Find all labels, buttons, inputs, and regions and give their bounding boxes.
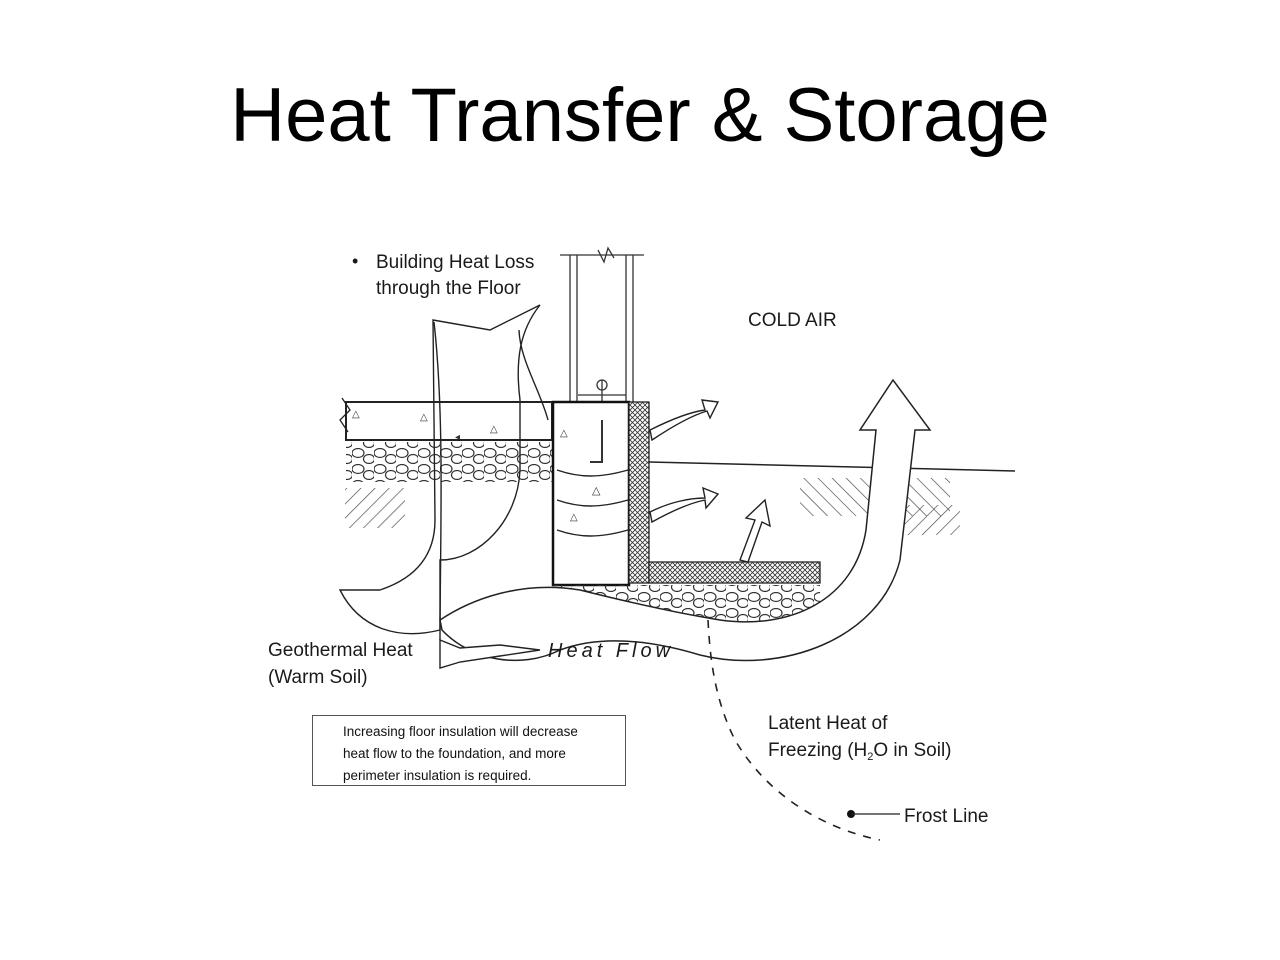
- geothermal-heat-label-2: (Warm Soil): [268, 667, 368, 688]
- svg-text:◂: ◂: [455, 432, 460, 443]
- perimeter-insulation: [628, 401, 650, 584]
- note-line-3: perimeter insulation is required.: [343, 768, 532, 783]
- slide-title: Heat Transfer & Storage: [230, 73, 1050, 158]
- wing-insulation: [648, 561, 821, 584]
- building-heat-loss-label-1: Building Heat Loss: [376, 252, 534, 273]
- svg-text:△: △: [570, 512, 578, 523]
- svg-text:△: △: [560, 428, 568, 439]
- cold-air-label: COLD AIR: [748, 310, 837, 331]
- grade-line: [648, 461, 1016, 472]
- svg-text:△: △: [420, 412, 428, 423]
- geothermal-heat-label-1: Geothermal Heat: [268, 640, 413, 661]
- gravel-under-slab: [346, 442, 552, 482]
- frost-line-curve: [707, 619, 881, 841]
- latent-heat-label-1: Latent Heat of: [768, 713, 888, 734]
- geothermal-heat-flow-arrow: [439, 378, 932, 662]
- building-heat-loss-label-2: through the Floor: [376, 278, 521, 299]
- latent-heat-label-2: Freezing (H2O in Soil): [768, 740, 952, 763]
- note-line-1: Increasing floor insulation will decreas…: [343, 724, 578, 739]
- heat-flow-label: Heat Flow: [548, 640, 674, 662]
- svg-text:△: △: [490, 424, 498, 435]
- floor-slab: △ △ △ ◂: [339, 397, 553, 443]
- wall-heat-arrows: [556, 399, 771, 563]
- note-line-2: heat flow to the foundation, and more: [343, 746, 566, 761]
- note-box: Increasing floor insulation will decreas…: [312, 715, 626, 786]
- svg-text:△: △: [352, 409, 360, 420]
- anchor-bolt: [590, 420, 603, 463]
- foundation-wall: △ △ △: [551, 400, 631, 587]
- frost-line-label: Frost Line: [904, 806, 988, 827]
- svg-text:△: △: [592, 485, 601, 497]
- geothermal-side-arrow: [439, 638, 541, 669]
- bullet-mark: •: [352, 251, 358, 271]
